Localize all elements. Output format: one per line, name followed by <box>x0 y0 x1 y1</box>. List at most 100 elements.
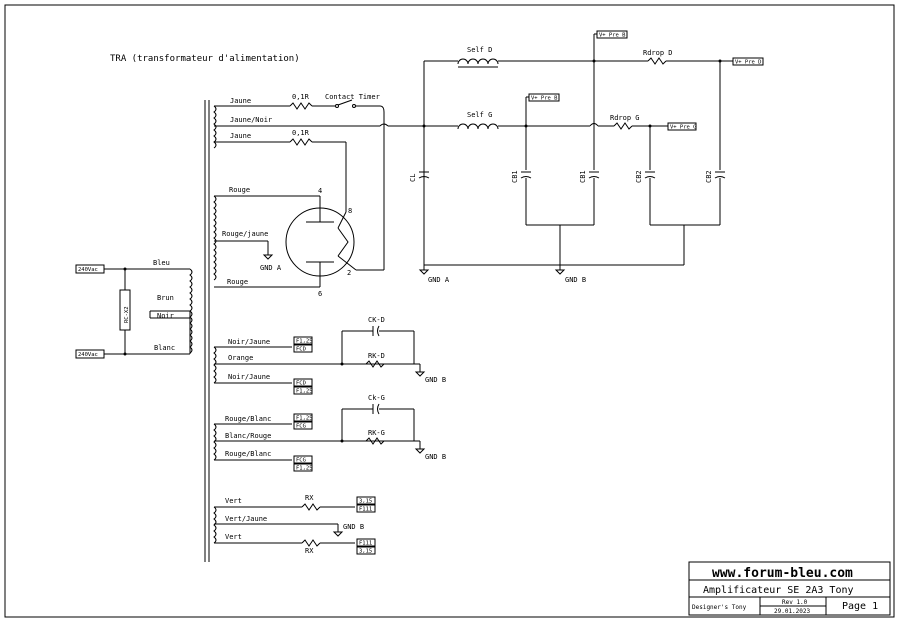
wire-jaune-2-label: Jaune <box>230 132 251 140</box>
ground-symbol-gnd-a-small <box>262 254 274 260</box>
mains-tag-bottom-label: 240Vac <box>78 352 98 358</box>
titleblock-site: www.forum-bleu.com <box>712 566 853 581</box>
fil2-line1-label: Rouge/Blanc <box>225 415 271 423</box>
fil2-line3-label: Rouge/Blanc <box>225 450 271 458</box>
fil2-tag-2b <box>293 463 313 472</box>
tube-pin-8: 8 <box>348 207 352 215</box>
resistor-01r-bottom-label: 0,1R <box>292 129 310 137</box>
rk-g-resistor <box>365 437 385 445</box>
primary-section: 240Vac 240Vac RC-X2 Bleu Brun Noir Blanc <box>75 259 193 359</box>
rk-g-label: RK-G <box>368 429 385 437</box>
fil1-line1-label: Noir/Jaune <box>228 338 270 346</box>
rdrop-d-resistor <box>647 57 667 65</box>
fil1-gnd-label: GND B <box>425 376 446 384</box>
titleblock-rev: Rev 1.0 <box>782 599 808 606</box>
wire-noir-label: Noir <box>157 312 174 320</box>
fil1-tag-1a <box>293 336 313 345</box>
tag-vpre-b-mid-label: V+ Pre B <box>531 96 558 102</box>
ck-d-label: CK-D <box>368 316 385 324</box>
resistor-01r-top-label: 0,1R <box>292 93 310 101</box>
gnd-b-label: GND B <box>565 276 586 284</box>
ground-symbol-gnd-b <box>554 269 566 275</box>
tag-vpre-d-label: V+ Pre D <box>735 60 762 66</box>
ht-secondary-section: Jaune Jaune/Noir Jaune 0,1R Contact Time… <box>213 93 458 298</box>
tube-pin-4: 4 <box>318 187 322 195</box>
fil2-tag-2a <box>293 455 313 464</box>
rdrop-g-resistor <box>613 122 633 130</box>
self-d-label: Self D <box>467 46 492 54</box>
fil2-line2-label: Blanc/Rouge <box>225 432 271 440</box>
wire-jaune-noir-label: Jaune/Noir <box>230 116 272 124</box>
cb2-a-label: CB2 <box>635 170 643 183</box>
fil3-gnd-label: GND B <box>343 523 364 531</box>
gnd-a-label: GND A <box>428 276 450 284</box>
fil3-tag-2b <box>356 546 376 555</box>
self-d-inductor <box>457 58 499 65</box>
titleblock-date: 29.01.2023 <box>774 608 811 615</box>
ground-symbol-fil1 <box>414 371 426 377</box>
titleblock-project: Amplificateur SE 2A3 Tony <box>703 585 854 596</box>
fil2-tag-1b-label: FCG <box>296 424 306 430</box>
tag-vpre-b-top-label: V+ Pre B <box>599 33 626 39</box>
self-g-label: Self G <box>467 111 492 119</box>
fil3-tag-1b-label: F111 <box>359 507 372 513</box>
rouge-coil <box>213 195 217 281</box>
fil3-line2-label: Vert/Jaune <box>225 515 267 523</box>
ground-symbol-fil3 <box>332 531 344 537</box>
tag-vpre-g <box>667 122 697 131</box>
cl-label: CL <box>409 174 417 182</box>
filter-section: Self D Rdrop D V+ Pre D Self G Rdrop G V… <box>409 30 764 284</box>
fil3-tag-2a <box>356 538 376 547</box>
titleblock-designer: Designer's Tony <box>692 604 747 611</box>
tag-vpre-d <box>732 57 764 66</box>
rdrop-d-label: Rdrop D <box>643 49 673 57</box>
rk-d-label: RK-D <box>368 352 385 360</box>
tube-pin-6: 6 <box>318 290 322 298</box>
fil3-tag-1a <box>356 496 376 505</box>
fil3-line3-label: Vert <box>225 533 242 541</box>
wire-rouge-jaune-label: Rouge/jaune <box>222 230 268 238</box>
wire-blanc-label: Blanc <box>154 344 175 352</box>
fil1-tag-1b-label: FCD <box>296 347 306 353</box>
fil2-gnd-label: GND B <box>425 453 446 461</box>
primary-coil-1 <box>189 268 193 312</box>
filament-3-coil <box>213 506 217 544</box>
filament-1-section: Noir/Jaune Orange Noir/Jaune F1,25 FCD F… <box>213 316 446 395</box>
title-block: www.forum-bleu.com Amplificateur SE 2A3 … <box>688 561 891 616</box>
fil1-tag-2b <box>293 386 313 395</box>
fil1-tag-2a-label: FCD <box>296 381 306 387</box>
fil2-tag-1b <box>293 421 313 430</box>
fil2-tag-1a-label: F1,25 <box>296 416 313 422</box>
gnd-a-small-label: GND A <box>260 264 282 272</box>
fil1-tag-1b <box>293 344 313 353</box>
rdrop-g-label: Rdrop G <box>610 114 640 122</box>
ground-symbol-gnd-a <box>418 269 430 275</box>
fil2-tag-1a <box>293 413 313 422</box>
fil1-line3-label: Noir/Jaune <box>228 373 270 381</box>
fil2-tag-2b-label: F1,25 <box>296 466 313 472</box>
wire-brun-label: Brun <box>157 294 174 302</box>
fil3-tag-2a-label: F111 <box>359 541 372 547</box>
ht-coil <box>213 105 217 149</box>
fil3-tag-1b <box>356 504 376 513</box>
wire-bleu-label: Bleu <box>153 259 170 267</box>
cb1-b-label: CB1 <box>579 170 587 183</box>
wire-rouge-1-label: Rouge <box>229 186 250 194</box>
fil3-tag-1a-label: 3,15 <box>359 499 372 505</box>
cb1-a-label: CB1 <box>511 170 519 183</box>
diagram-title: TRA (transformateur d'alimentation) <box>110 54 300 64</box>
rx-resistor-1 <box>301 503 321 511</box>
resistor-01r-bottom <box>289 138 313 146</box>
tube-pin-2: 2 <box>347 269 351 277</box>
filament-2-coil <box>213 423 217 461</box>
self-g-inductor <box>457 123 499 130</box>
fil1-tag-2a <box>293 378 313 387</box>
fil2-tag-2a-label: FCG <box>296 458 306 464</box>
fil3-tag-2b-label: 3,15 <box>359 549 372 555</box>
ground-symbol-fil2 <box>414 448 426 454</box>
rx1-label: RX <box>305 494 314 502</box>
fil1-tag-1a-label: F1,25 <box>296 339 313 345</box>
sheet-border <box>4 4 895 618</box>
